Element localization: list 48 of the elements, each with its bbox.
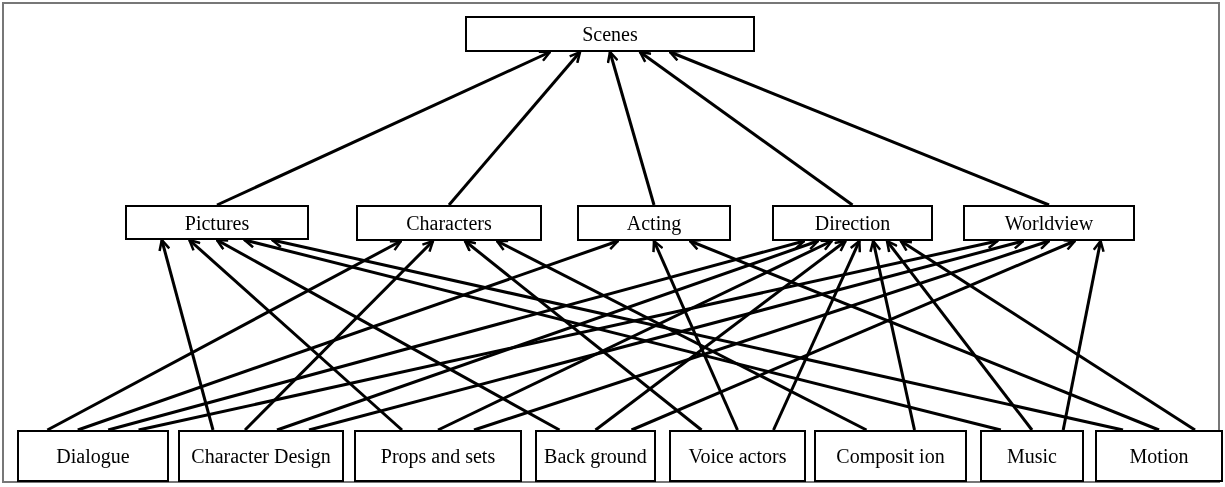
arrow xyxy=(216,50,552,207)
process-box xyxy=(814,430,967,482)
arrow xyxy=(630,239,1077,432)
node-label: Dialogue xyxy=(56,444,130,468)
node-label: Pictures xyxy=(184,210,250,235)
arrow xyxy=(188,238,403,432)
arrow xyxy=(885,239,1034,431)
node-label: Back ground xyxy=(544,444,647,468)
arrow xyxy=(437,239,834,432)
top-box xyxy=(465,16,755,52)
node-label: Props and sets xyxy=(380,444,496,468)
arrow xyxy=(869,239,916,431)
arrow xyxy=(1061,239,1105,431)
arrow xyxy=(652,239,739,431)
arrow xyxy=(594,239,847,432)
arrow xyxy=(158,238,215,431)
node-label: Motion xyxy=(1129,444,1189,468)
arrow xyxy=(447,50,582,206)
node-label: Worldview xyxy=(1004,211,1094,235)
arrow xyxy=(899,239,1196,432)
process-box xyxy=(669,430,806,482)
arrow xyxy=(463,239,703,432)
node-label: Acting xyxy=(626,211,682,235)
process-box xyxy=(577,205,731,241)
arrow xyxy=(638,50,854,207)
process-box xyxy=(17,430,169,482)
arrow xyxy=(215,238,561,432)
process-box xyxy=(535,430,656,482)
node-label: Character Design xyxy=(191,444,331,468)
node-label: Voice actors xyxy=(688,444,787,468)
node-label: Music xyxy=(1007,444,1057,468)
process-box xyxy=(178,430,344,482)
node-label: Composit ion xyxy=(836,444,945,468)
process-box xyxy=(1095,430,1223,482)
process-box xyxy=(980,430,1084,482)
arrow xyxy=(772,239,862,431)
process-box xyxy=(356,205,542,241)
process-box xyxy=(125,205,309,240)
node-label: Direction xyxy=(814,211,891,235)
process-box xyxy=(963,205,1135,241)
arrow xyxy=(606,50,656,206)
node-label: Scenes xyxy=(582,22,638,46)
arrow xyxy=(46,239,403,432)
arrow xyxy=(495,239,868,432)
process-box xyxy=(354,430,522,482)
process-box xyxy=(772,205,933,241)
node-label: Characters xyxy=(406,211,492,235)
arrow xyxy=(243,239,435,432)
